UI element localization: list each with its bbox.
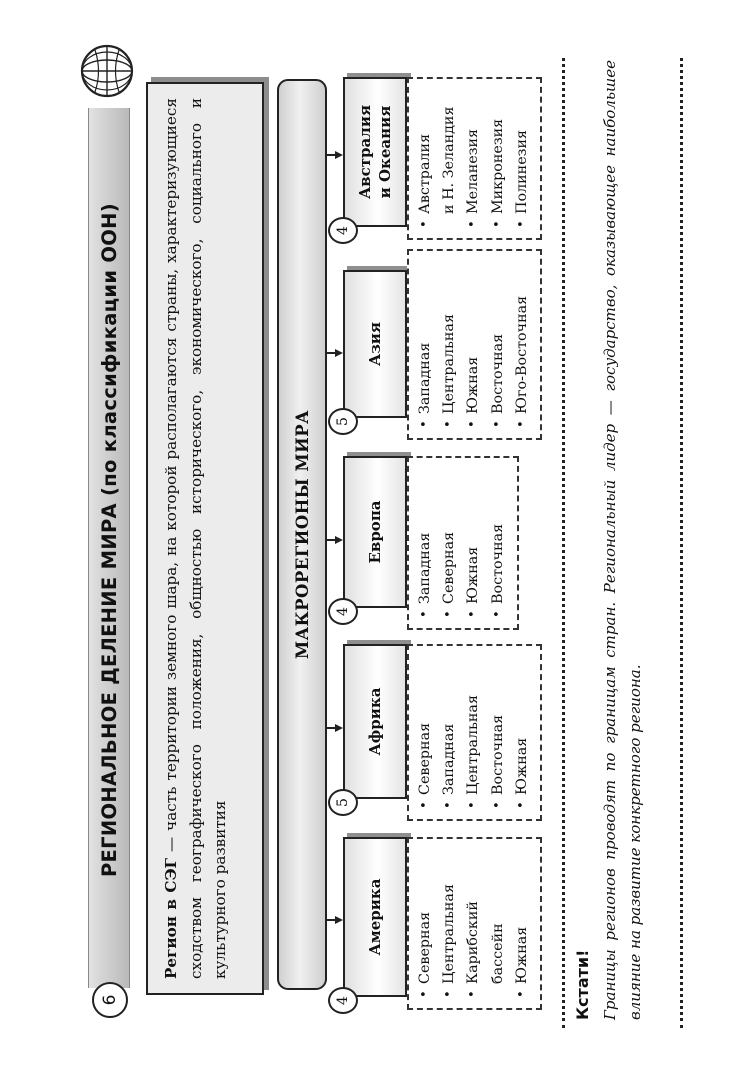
region-africa-subregions: Северная Западная Центральная Восточная … (407, 644, 542, 821)
subregion-item: Центральная (461, 652, 485, 809)
subregion-item: Западная (413, 257, 437, 428)
subregion-item: Южная (461, 257, 485, 428)
subregion-item: Западная (437, 652, 461, 809)
region-europe-count: 4 (328, 598, 358, 625)
subregion-item: Центральная (437, 257, 461, 428)
region-america-subregions: Северная Центральная Карибский бассейн Ю… (407, 837, 542, 1010)
subregion-item: Центральная (437, 845, 461, 998)
subregion-item: Восточная (486, 257, 510, 428)
note-rule-bottom (680, 58, 683, 1028)
region-oceania-name-line1: Австралия (356, 104, 374, 200)
region-oceania-subregions: Австралия и Н. Зеландия Меланезия Микрон… (407, 77, 542, 240)
region-asia-count: 5 (328, 408, 358, 435)
subregion-item: Южная (510, 845, 534, 998)
region-america: Америка (343, 837, 407, 997)
subregion-item: Карибский (461, 845, 485, 998)
subregion-item: бассейн (489, 923, 506, 984)
subregion-item: Северная (437, 464, 461, 618)
subregion-item: Юго-Восточная (510, 257, 534, 428)
subregion-item: Восточная (486, 464, 510, 618)
region-oceania-name-line2: и Океания (376, 105, 394, 199)
region-oceania-count: 4 (328, 217, 358, 244)
region-america-count: 4 (328, 987, 358, 1014)
page-number: 6 (92, 982, 128, 1018)
globe-icon (80, 44, 134, 98)
subregion-item: Меланезия (461, 85, 485, 228)
region-asia: Азия (343, 270, 407, 418)
subregion-item: Австралия (413, 85, 437, 228)
region-africa-count: 5 (328, 789, 358, 816)
subregion-item: Северная (413, 845, 437, 998)
note-text: Границы регионов проводят по границам ст… (601, 60, 644, 1020)
subregion-item: Микронезия (486, 85, 510, 228)
note-rule-top (562, 58, 565, 1028)
region-oceania: Австралия и Океания (343, 77, 407, 227)
region-asia-subregions: Западная Центральная Южная Восточная Юго… (407, 249, 542, 440)
subregion-item: Южная (510, 652, 534, 809)
region-europe-subregions: Западная Северная Южная Восточная (407, 456, 519, 630)
subregion-item: Южная (461, 464, 485, 618)
note-title: Кстати! (573, 949, 592, 1020)
subregion-item: Западная (413, 464, 437, 618)
subregion-item: Северная (413, 652, 437, 809)
region-africa: Африка (343, 644, 407, 799)
subregion-item: и Н. Зеландия (441, 106, 458, 215)
region-europe: Европа (343, 456, 407, 608)
subregion-item: Полинезия (510, 85, 534, 228)
subregion-item: Восточная (486, 652, 510, 809)
